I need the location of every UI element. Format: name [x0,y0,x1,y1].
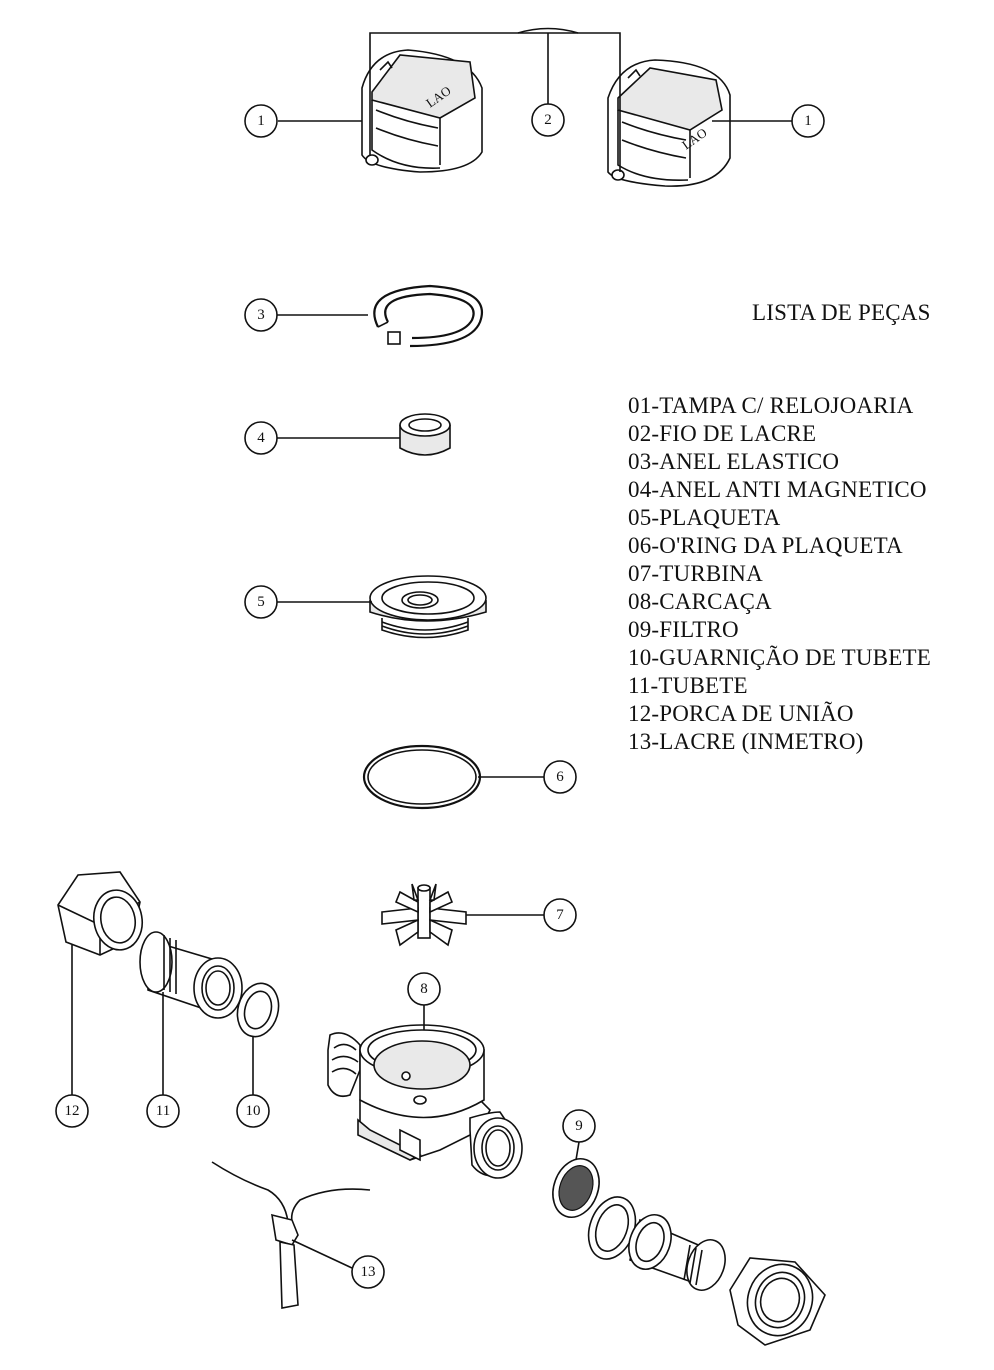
union-nut-right [729,1257,826,1346]
parts-list-item: 05-PLAQUETA [628,505,781,530]
union-nut-left [57,871,144,956]
anti-magnetic-ring [399,413,451,456]
tail-gasket-right [587,1196,637,1260]
parts-list-item: 09-FILTRO [628,617,739,642]
seal-wire-arc [517,27,579,34]
callout-4: 4 [244,421,278,455]
svg-text:3: 3 [257,307,265,323]
svg-text:4: 4 [257,430,265,446]
filter [552,1158,600,1218]
tail-gasket-left [236,982,280,1038]
svg-text:8: 8 [420,981,428,997]
register-cover-right: LAO [607,59,731,187]
svg-text:11: 11 [156,1103,170,1119]
parts-list-item: 06-O'RING DA PLAQUETA [628,533,903,558]
callout-1-left: 1 [244,104,278,138]
parts-list-item: 08-CARCAÇA [628,589,772,614]
plate [369,575,487,639]
seal-wire [369,32,621,172]
parts-list-item: 07-TURBINA [628,561,763,586]
callout-9: 9 [562,1109,596,1143]
callout-13: 13 [351,1255,385,1289]
parts-list-item: 11-TUBETE [628,673,748,698]
parts-list-item: 04-ANEL ANTI MAGNETICO [628,477,927,502]
svg-text:1: 1 [257,113,265,129]
parts-list-item: 12-PORCA DE UNIÃO [628,701,854,726]
parts-list-item: 03-ANEL ELASTICO [628,449,840,474]
parts-list-item: 13-LACRE (INMETRO) [628,729,864,754]
parts-list-item: 02-FIO DE LACRE [628,421,817,446]
svg-text:10: 10 [246,1103,261,1119]
inmetro-seal [211,1161,371,1309]
meter-body [327,1024,523,1179]
callout-8: 8 [407,972,441,1006]
svg-text:12: 12 [65,1103,80,1119]
turbine [381,883,467,947]
parts-list: 01-TAMPA C/ RELOJOARIA 02-FIO DE LACRE 0… [628,392,931,756]
callout-3: 3 [244,298,278,332]
o-ring [362,744,482,810]
callout-5: 5 [244,585,278,619]
svg-text:13: 13 [361,1264,376,1280]
svg-text:7: 7 [556,907,564,923]
parts-list-item: 10-GUARNIÇÃO DE TUBETE [628,645,931,670]
tailpiece-left [139,931,243,1019]
snap-ring [373,284,483,348]
leader-lines [71,33,793,1269]
svg-text:5: 5 [257,594,265,610]
svg-text:6: 6 [556,769,564,785]
parts-list-item: 01-TAMPA C/ RELOJOARIA [628,393,914,418]
svg-text:2: 2 [544,112,552,128]
callout-11: 11 [146,1094,180,1128]
callout-2: 2 [531,103,565,137]
svg-text:1: 1 [804,113,812,129]
callout-1-right: 1 [791,104,825,138]
tailpiece-right [628,1214,726,1291]
callout-7: 7 [543,898,577,932]
svg-text:9: 9 [575,1118,583,1134]
parts-list-title: LISTA DE PEÇAS [752,300,931,325]
callout-12: 12 [55,1094,89,1128]
callout-6: 6 [543,760,577,794]
register-cover-left: LAO [361,49,483,173]
callout-10: 10 [236,1094,270,1128]
